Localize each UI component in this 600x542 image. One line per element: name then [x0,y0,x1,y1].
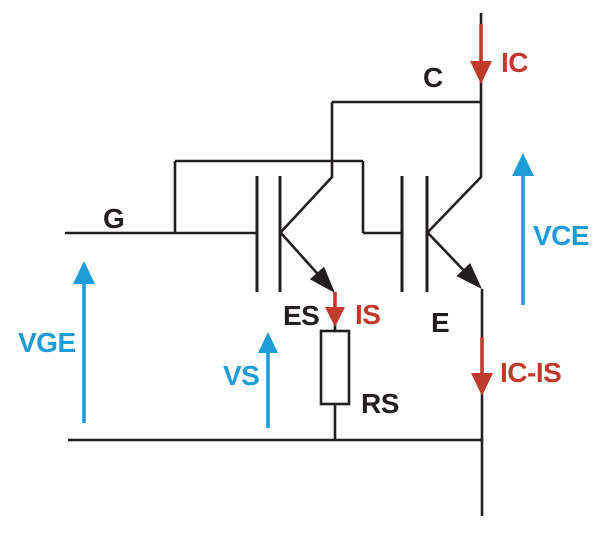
ic-is-arrow-down-icon [471,373,493,396]
collector-current-label: IC [501,47,528,78]
sense-current-arrow [325,292,345,327]
sense-voltage-label: VS [223,360,259,391]
collector-label: C [423,62,443,93]
collector-emitter-voltage-arrow [512,153,534,305]
gate-label: G [103,203,124,234]
sense-emitter-arrowhead-icon [309,266,335,293]
gate-emitter-voltage-arrow [73,261,95,423]
vs-arrow-up-icon [258,332,278,353]
vce-arrow-up-icon [512,153,534,176]
main-igbt-symbol [400,13,483,292]
emitter-current-label: IC-IS [500,357,561,388]
main-emitter-arrowhead-icon [456,262,482,289]
sense-emitter-label: ES [283,300,319,331]
main-collector-wire [427,13,483,233]
sense-current-label: IS [355,299,380,330]
collector-current-arrow [470,24,492,84]
vge-arrow-up-icon [73,261,95,284]
is-arrow-down-icon [325,307,345,327]
sense-igbt-emitter-lead [280,232,325,282]
sense-resistor-label: RS [361,388,399,419]
gate-wiring [65,159,402,235]
ic-arrow-down-icon [470,61,492,84]
sense-resistor-body [319,329,351,406]
sense-igbt-collector-lead [280,102,334,233]
emitter-current-arrow [471,337,493,396]
gate-emitter-voltage-label: VGE [18,327,76,358]
collector-emitter-voltage-label: VCE [533,220,589,251]
emitter-label: E [431,307,449,338]
sense-igbt-symbol [255,102,335,293]
sense-voltage-arrow [258,332,278,428]
